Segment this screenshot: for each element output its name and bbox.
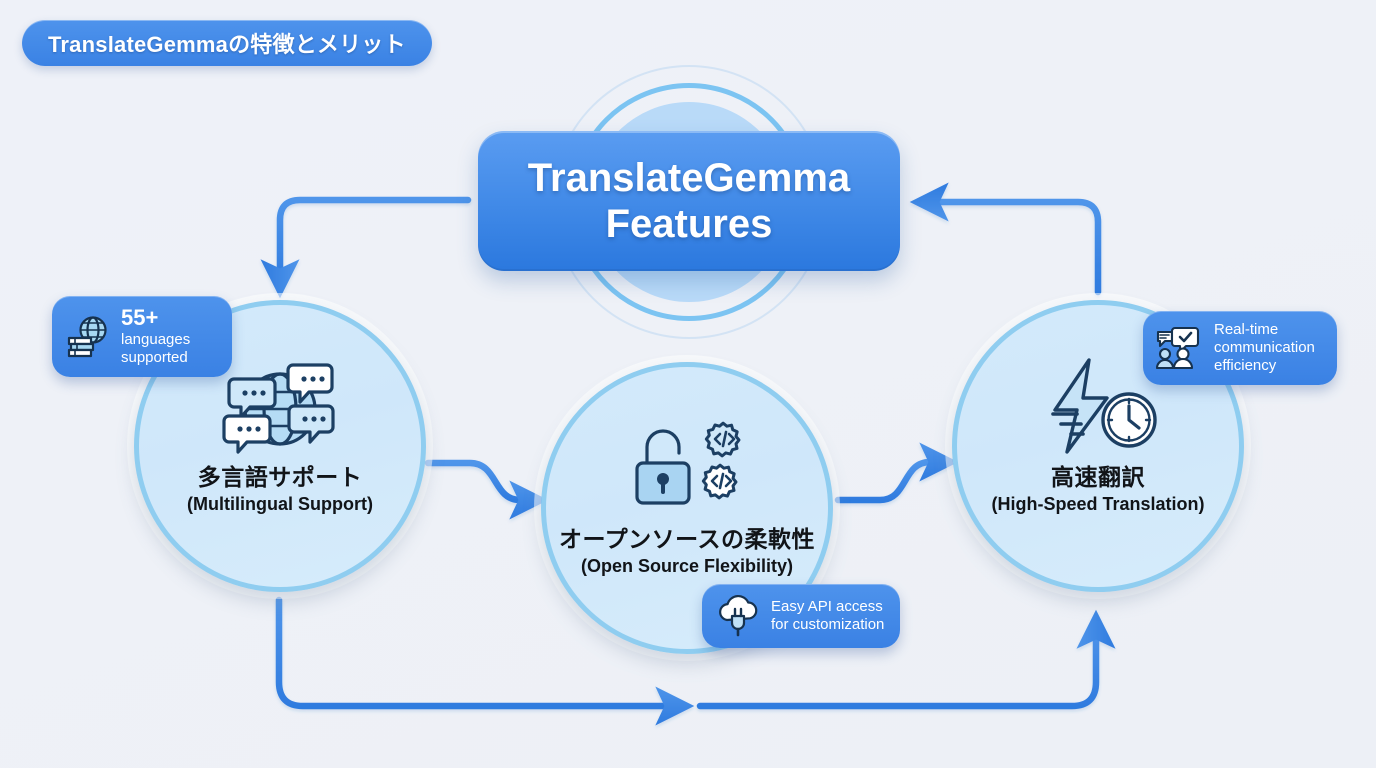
badge-realtime-line2: communication	[1214, 339, 1315, 356]
node-label-en: (Multilingual Support)	[187, 494, 373, 515]
connector-hub-to-multilingual	[260, 196, 472, 299]
node-label-jp: 高速翻訳	[1050, 464, 1145, 490]
badge-languages-count: 55+	[121, 305, 159, 330]
unlocked-padlock-code-gears-icon	[624, 419, 750, 519]
globe-speech-bubbles-icon	[217, 357, 343, 457]
badge-realtime-line1: Real-time	[1214, 321, 1279, 338]
badge-api-line2: for customization	[771, 616, 885, 633]
diagram-title-pill: TranslateGemmaの特徴とメリット	[22, 20, 432, 66]
badge-languages-line2: supported	[121, 349, 188, 367]
badge-real-time-communication[interactable]: Real-time communication efficiency	[1143, 311, 1337, 385]
hub-node[interactable]: TranslateGemma Features	[478, 131, 900, 271]
people-chat-check-icon	[1156, 326, 1204, 370]
badge-realtime-line3: efficiency	[1214, 357, 1277, 374]
lightning-bolt-clock-icon	[1035, 357, 1161, 457]
badge-languages-supported[interactable]: 55+ languages supported	[52, 296, 232, 378]
badge-easy-api-access[interactable]: Easy API access for customization	[702, 584, 901, 648]
hub-title-line2: Features	[605, 202, 773, 246]
node-open-source-flexibility-label: オープンソースの柔軟性 (Open Source Flexibility)	[559, 525, 815, 578]
cloud-plug-icon	[715, 594, 761, 638]
node-label-en: (High-Speed Translation)	[991, 494, 1205, 515]
connector-bottom-rise-to-highspeed	[696, 609, 1116, 710]
diagram-title-label: TranslateGemmaの特徴とメリット	[48, 32, 406, 57]
connector-multilingual-to-highspeed-loop	[275, 596, 695, 726]
node-label-jp: 多言語サポート	[197, 464, 363, 490]
node-label-jp: オープンソースの柔軟性	[559, 526, 815, 552]
connector-highspeed-to-hub	[909, 182, 1102, 296]
badge-languages-text: 55+ languages supported	[121, 305, 191, 367]
badge-realtime-text: Real-time communication efficiency	[1214, 321, 1315, 375]
badge-api-text: Easy API access for customization	[771, 598, 884, 634]
hub-title-line1: TranslateGemma	[527, 155, 851, 200]
node-label-en: (Open Source Flexibility)	[580, 556, 794, 577]
badge-api-line1: Easy API access	[771, 598, 883, 615]
badge-languages-line1: languages	[121, 331, 191, 349]
connector-opensource-to-highspeed	[834, 442, 959, 504]
node-multilingual-support-label: 多言語サポート (Multilingual Support)	[187, 463, 373, 516]
connector-multilingual-to-opensource	[424, 459, 549, 520]
globe-books-icon	[65, 315, 111, 359]
node-high-speed-translation-label: 高速翻訳 (High-Speed Translation)	[991, 463, 1204, 516]
